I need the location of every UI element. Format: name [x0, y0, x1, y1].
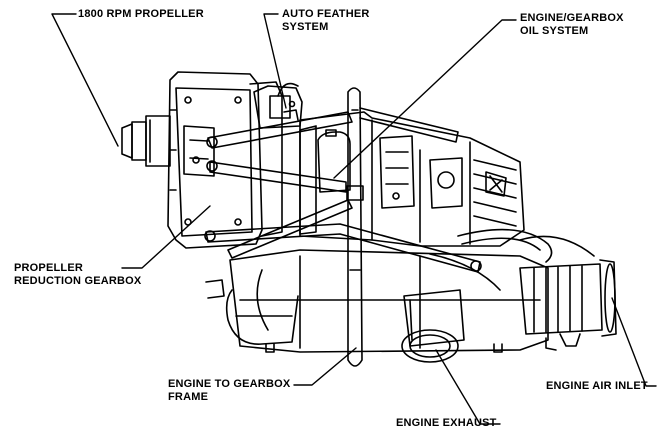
air-inlet-label-line: ENGINE AIR INLET — [546, 380, 648, 392]
oil-lines — [256, 228, 595, 331]
leader-lines — [51, 13, 657, 425]
gearbox-frame-label-line-1: ENGINE TO GEARBOX — [168, 378, 291, 390]
air-inlet-label: ENGINE AIR INLET — [546, 380, 648, 393]
exhaust-stack — [401, 289, 465, 363]
reduction-gearbox-label: PROPELLER REDUCTION GEARBOX — [14, 262, 141, 288]
auto-feather-label: AUTO FEATHER SYSTEM — [282, 8, 370, 34]
reduction-gearbox-label-line-1: PROPELLER — [14, 262, 84, 274]
engine-block — [299, 111, 525, 247]
air-inlet-duct — [519, 259, 617, 347]
oil-system-label-line-2: OIL SYSTEM — [520, 25, 589, 37]
propeller-label: 1800 RPM PROPELLER — [78, 8, 204, 21]
exhaust-label: ENGINE EXHAUST — [396, 417, 497, 430]
gearbox-frame-tubes — [204, 107, 482, 273]
gearbox-frame-label: ENGINE TO GEARBOX FRAME — [168, 378, 290, 404]
auto-feather-label-line-2: SYSTEM — [282, 21, 329, 33]
auto-feather-label-line-1: AUTO FEATHER — [282, 8, 370, 20]
gearbox-frame-label-line-2: FRAME — [168, 391, 209, 403]
exhaust-label-line: ENGINE EXHAUST — [396, 417, 497, 429]
reduction-gearbox-housing — [167, 71, 283, 249]
propeller-hub — [121, 115, 171, 167]
crankcase — [205, 249, 557, 353]
oil-system-label: ENGINE/GEARBOX OIL SYSTEM — [520, 12, 624, 38]
reduction-gearbox-label-line-2: REDUCTION GEARBOX — [14, 275, 142, 287]
propeller-label-line: 1800 RPM PROPELLER — [78, 8, 204, 20]
frame-post — [346, 87, 364, 367]
oil-system-label-line-1: ENGINE/GEARBOX — [520, 12, 624, 24]
